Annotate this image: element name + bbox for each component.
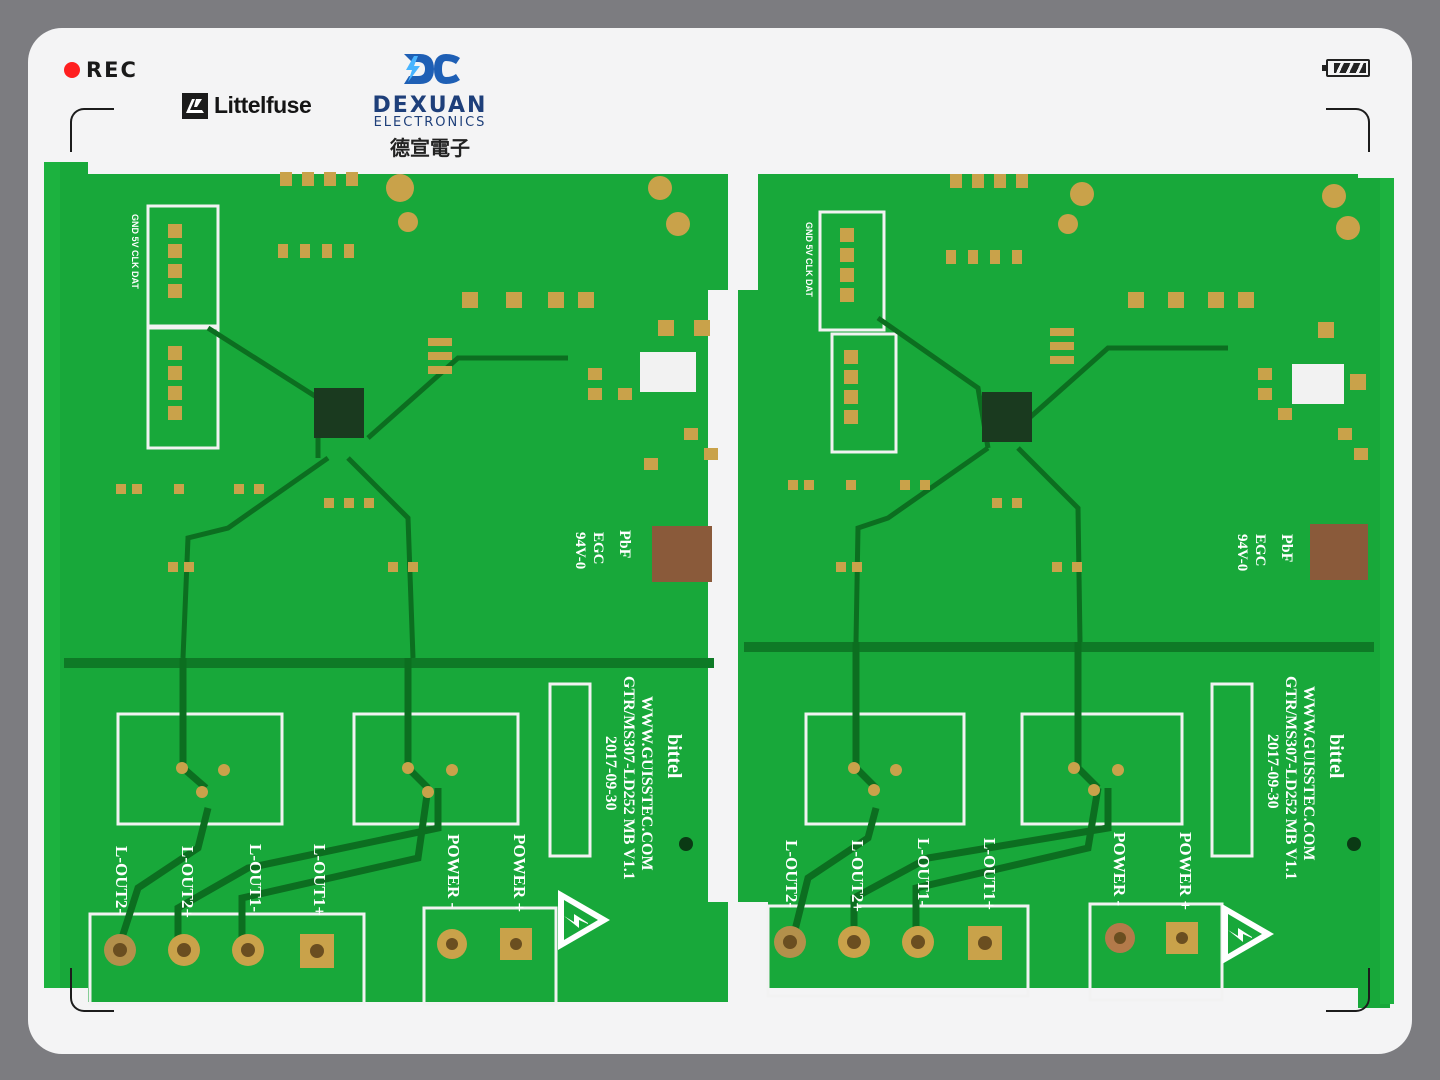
silk-l-out1-neg: L-OUT1-: [914, 838, 933, 906]
viewfinder-corner-top-left: [70, 108, 114, 152]
silk-date: 2017-09-30: [602, 736, 619, 811]
pcb-board-right: [738, 174, 1394, 1008]
silk-power-neg: POWER -: [444, 834, 463, 908]
silk-j4-pins: GND 5V CLK DAT: [804, 222, 814, 297]
pcb-photo: L-OUT2- L-OUT2+ L-OUT1- L-OUT1+ POWER - …: [44, 162, 1394, 1008]
silk-l-out1-neg: L-OUT1-: [246, 844, 265, 912]
silk-rating: 94V-0: [572, 532, 588, 569]
silk-l-out1-pos: L-OUT1+: [310, 844, 329, 916]
battery-icon: [1322, 59, 1370, 77]
rec-dot-icon: [64, 62, 80, 78]
pcb-board-left: [44, 162, 728, 1006]
silk-brand: bittel: [1325, 734, 1347, 779]
silk-power-pos: POWER +: [510, 834, 529, 912]
viewfinder-corner-bottom-right: [1326, 968, 1370, 1012]
high-voltage-warning-icon: [1222, 904, 1274, 964]
silk-model: GTR/MS307-LD252 MB V1.1: [620, 676, 637, 880]
silk-l-out2-pos: L-OUT2+: [178, 846, 197, 918]
viewfinder-corner-top-right: [1326, 108, 1370, 152]
camera-frame: L-OUT2- L-OUT2+ L-OUT1- L-OUT1+ POWER - …: [28, 28, 1412, 1054]
silk-pbf: PbF: [616, 530, 633, 559]
rec-label: REC: [86, 58, 138, 82]
viewfinder-corner-bottom-left: [70, 968, 114, 1012]
silk-egc: EGC: [1252, 534, 1268, 567]
littelfuse-mark-icon: [182, 92, 208, 119]
dexuan-wordmark: DEXUAN: [372, 93, 488, 118]
dexuan-logo: DEXUAN ELECTRONICS 德宣電子: [360, 52, 500, 161]
silk-l-out2-neg: L-OUT2-: [112, 846, 131, 914]
silk-l-out2-pos: L-OUT2+: [848, 840, 867, 912]
littelfuse-logo: Littelfuse: [182, 92, 312, 119]
silk-l-out1-pos: L-OUT1+: [980, 838, 999, 910]
dexuan-mark-icon: [404, 54, 460, 84]
silk-model: GTR/MS307-LD252 MB V1.1: [1282, 676, 1299, 880]
littelfuse-wordmark: Littelfuse: [214, 92, 312, 118]
silk-j4-pins: GND 5V CLK DAT: [130, 214, 140, 289]
silk-date: 2017-09-30: [1264, 734, 1281, 809]
rec-indicator: REC: [64, 58, 138, 82]
silk-rating: 94V-0: [1234, 534, 1250, 571]
dexuan-chinese-name: 德宣電子: [390, 136, 470, 160]
silk-egc: EGC: [590, 532, 606, 565]
silk-l-out2-neg: L-OUT2-: [782, 840, 801, 908]
silk-power-neg: POWER -: [1110, 832, 1129, 906]
high-voltage-warning-icon: [558, 890, 610, 950]
silk-url: WWW.GUISSTEC.COM: [638, 696, 655, 871]
silk-power-pos: POWER +: [1176, 832, 1195, 910]
silk-pbf: PbF: [1278, 534, 1295, 563]
silk-url: WWW.GUISSTEC.COM: [1300, 686, 1317, 861]
silk-brand: bittel: [663, 734, 685, 779]
dexuan-subtitle: ELECTRONICS: [373, 115, 487, 130]
battery-level: [1334, 63, 1366, 73]
